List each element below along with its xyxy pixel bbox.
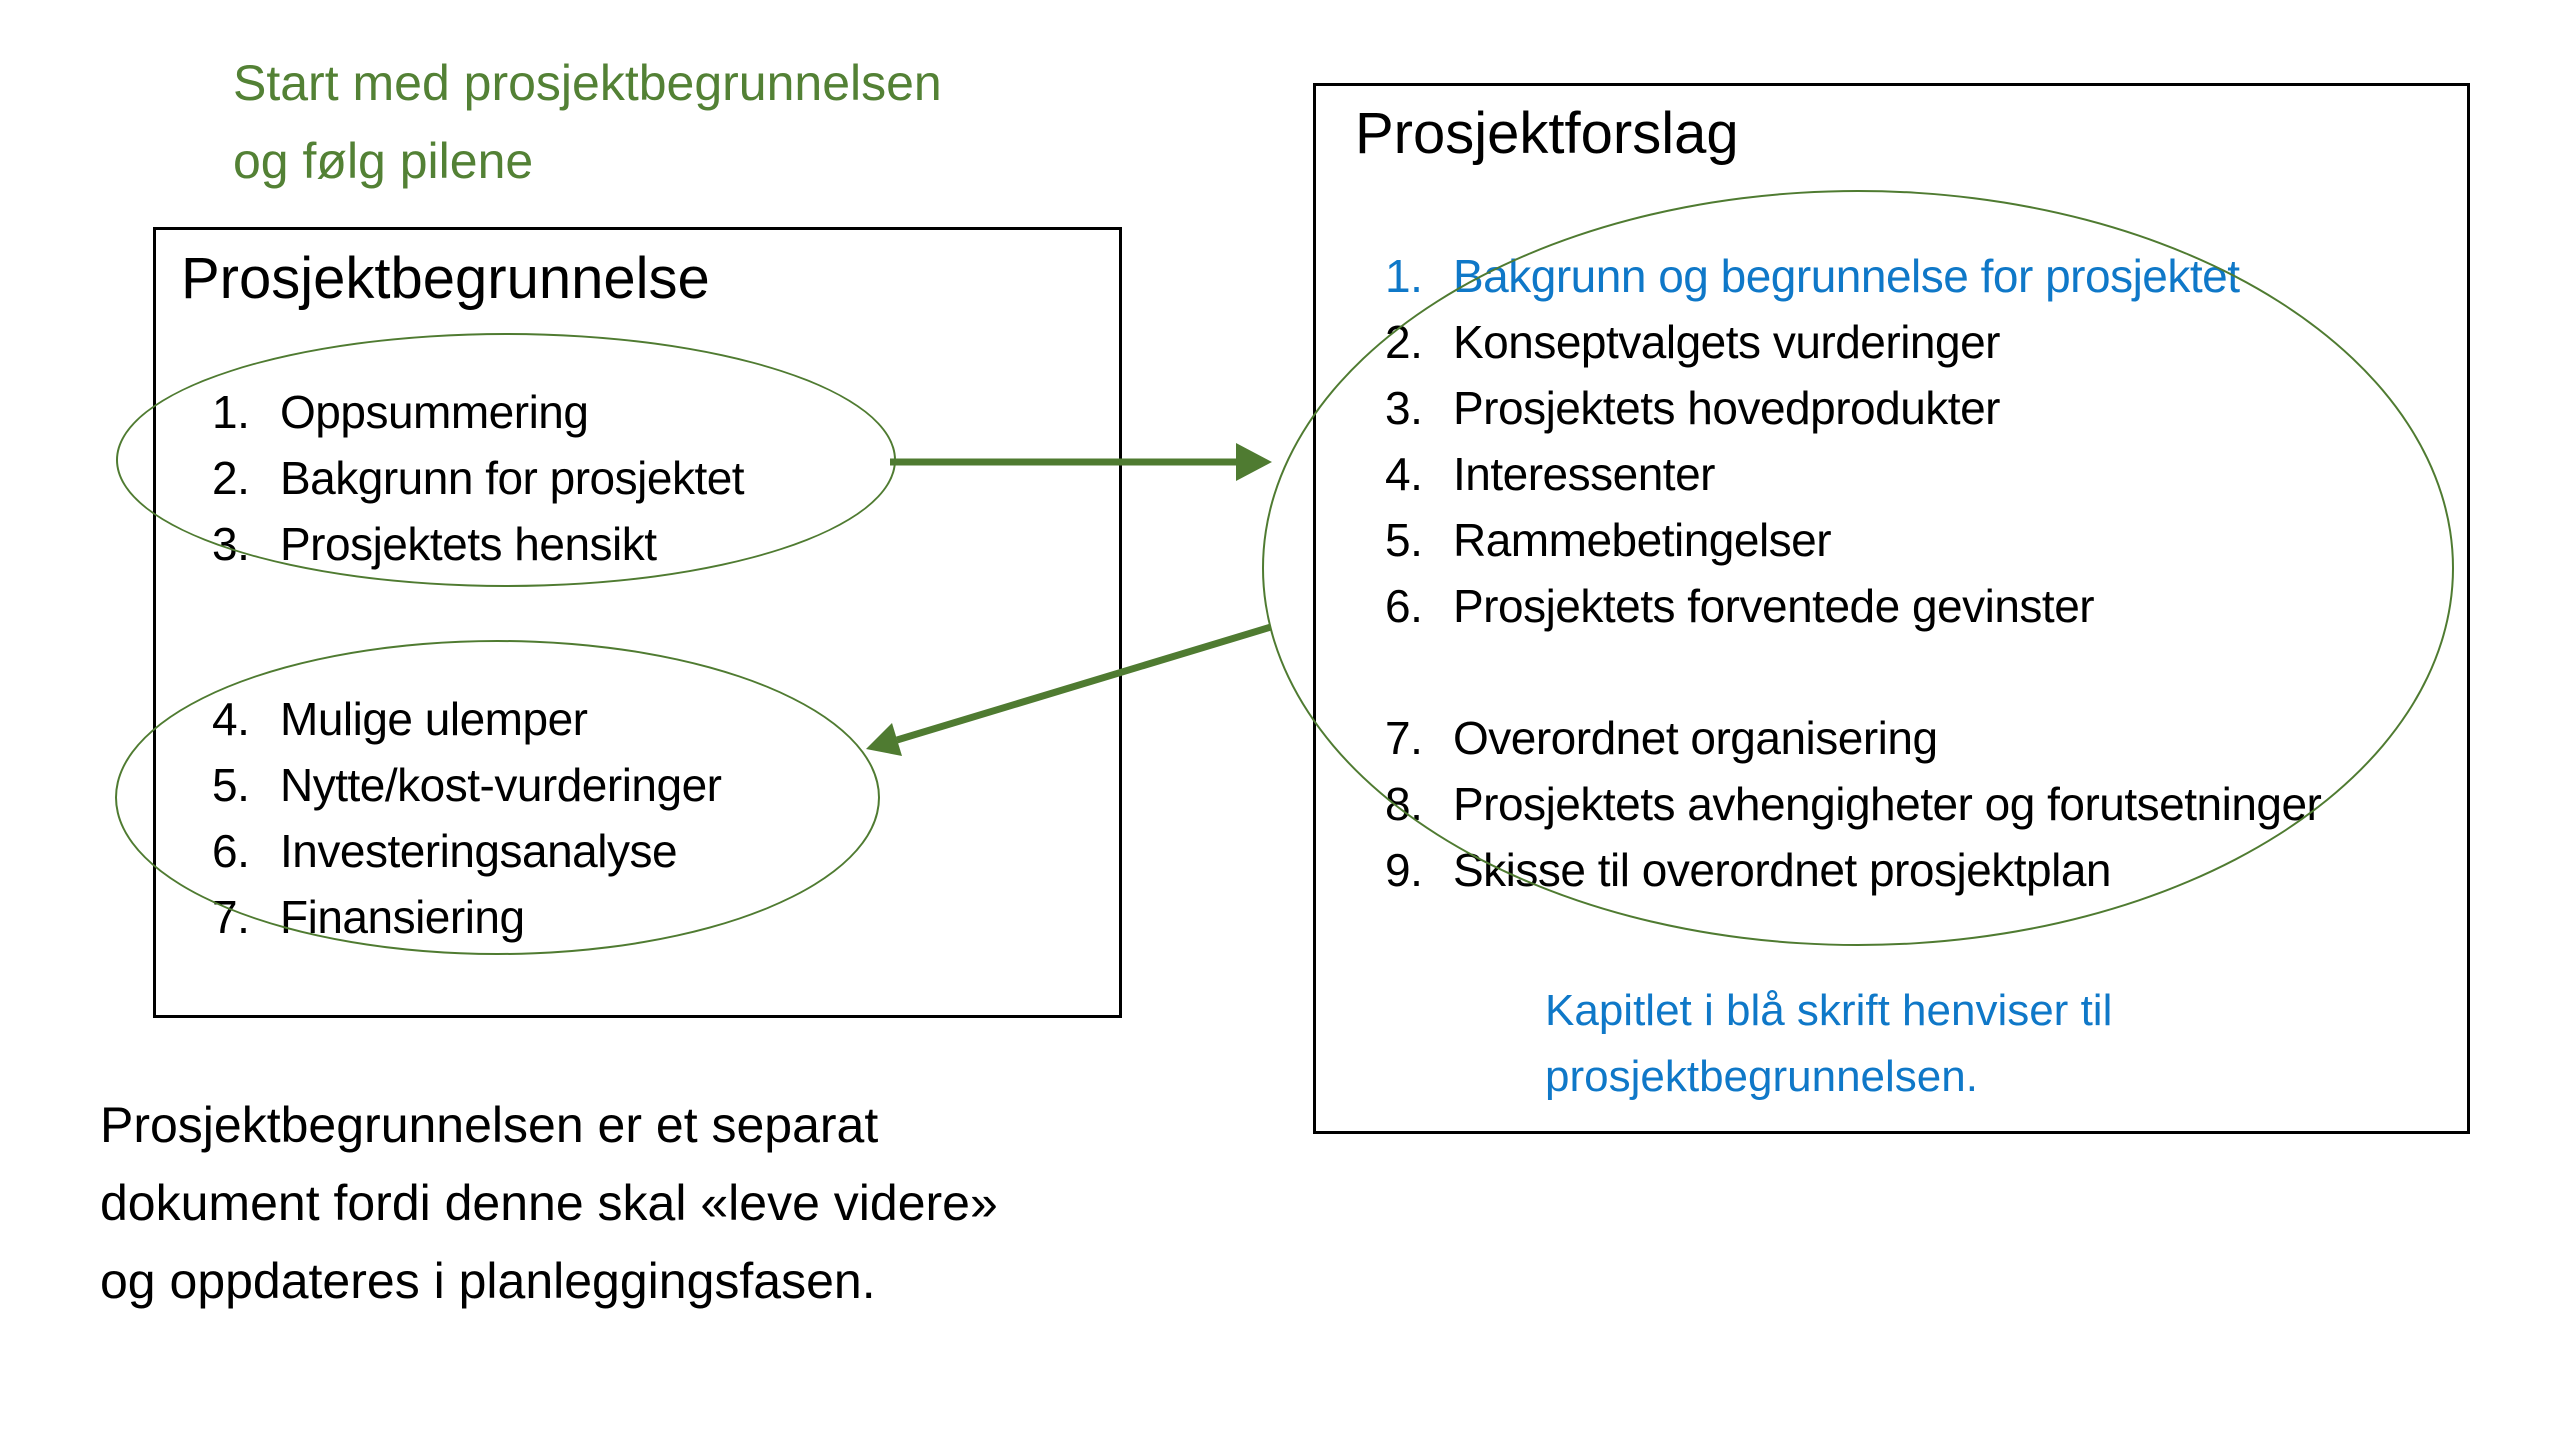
item-number: 1. — [1385, 250, 1423, 302]
right-ellipse — [1262, 190, 2454, 946]
blue-note-line-1: Kapitlet i blå skrift henviser til — [1545, 986, 2113, 1035]
item-number: 9. — [1385, 844, 1423, 896]
blue-note: Kapitlet i blå skrift henviser til prosj… — [1545, 978, 2112, 1110]
footer-line-1: Prosjektbegrunnelsen er et separat — [100, 1097, 879, 1153]
left-ellipse-top — [116, 333, 896, 587]
blue-note-line-2: prosjektbegrunnelsen. — [1545, 1052, 1978, 1101]
left-box-title: Prosjektbegrunnelse — [181, 246, 710, 311]
heading-line-2: og følg pilene — [233, 133, 534, 189]
footer-note: Prosjektbegrunnelsen er et separat dokum… — [100, 1086, 998, 1320]
footer-line-2: dokument fordi denne skal «leve videre» — [100, 1175, 998, 1231]
arrowhead-right-icon — [1236, 443, 1272, 481]
slide-instruction-heading: Start med prosjektbegrunnelsen og følg p… — [233, 44, 942, 200]
heading-line-1: Start med prosjektbegrunnelsen — [233, 55, 942, 111]
left-ellipse-bottom — [115, 640, 880, 955]
prosjektbegrunnelse-box: Prosjektbegrunnelse — [153, 227, 1122, 1018]
right-box-title: Prosjektforslag — [1355, 101, 1739, 166]
footer-line-3: og oppdateres i planleggingsfasen. — [100, 1253, 876, 1309]
